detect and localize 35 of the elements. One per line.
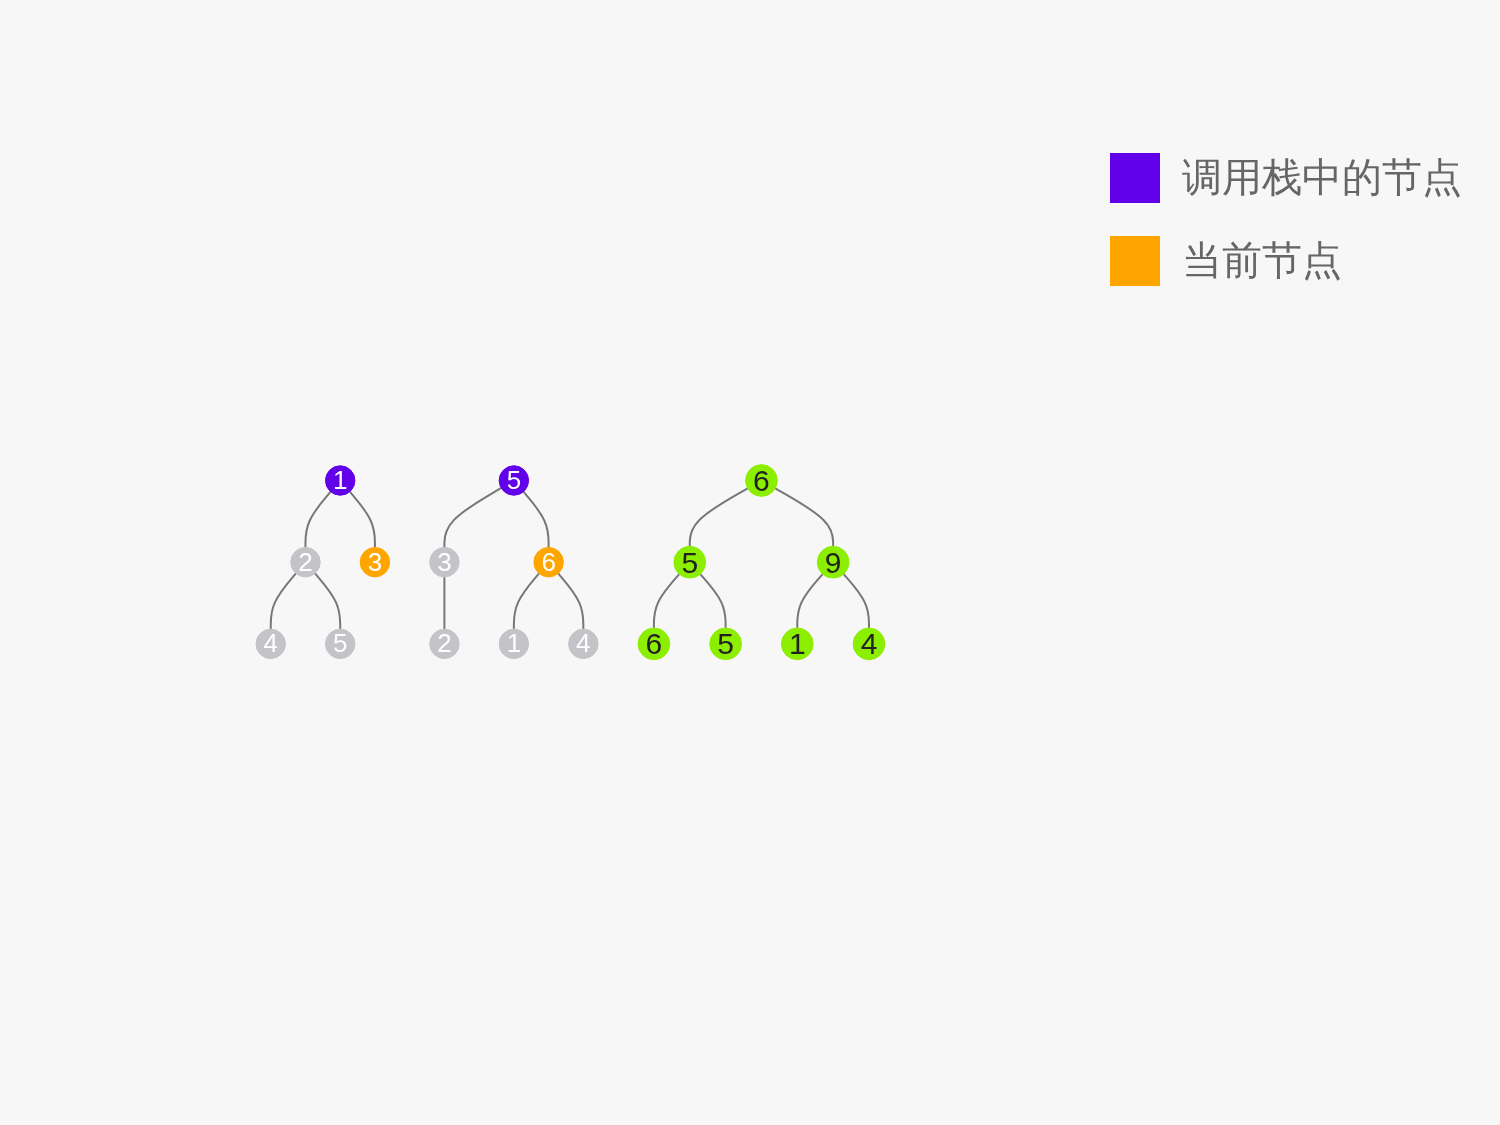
connector [688, 487, 749, 548]
node-circle: 4 [567, 628, 599, 660]
connector [443, 487, 502, 549]
node-circle: 4 [852, 627, 885, 661]
node-circle: 3 [359, 547, 390, 578]
connector [313, 572, 341, 631]
node-circle: 6 [532, 547, 564, 578]
node-circle: 4 [255, 628, 286, 660]
node-circle: 1 [498, 628, 529, 660]
node-circle: 1 [780, 627, 814, 661]
node-circle: 6 [744, 464, 778, 498]
node-circle: 2 [428, 628, 460, 660]
connector [773, 487, 834, 548]
node-circle: 5 [324, 628, 355, 660]
connector [348, 491, 376, 549]
legend-text: 调用栈中的节点 [1182, 153, 1462, 202]
node-circle: 1 [324, 465, 355, 497]
node-circle: 5 [708, 627, 742, 661]
connector [304, 491, 332, 549]
connector [698, 573, 727, 630]
legend-text: 当前节点 [1182, 236, 1342, 285]
connector [556, 572, 584, 631]
connector [522, 491, 550, 549]
connector [795, 573, 824, 630]
node-circle: 9 [816, 546, 850, 579]
connector [443, 576, 445, 631]
node-circle: 5 [498, 465, 529, 497]
node-circle: 6 [637, 627, 670, 661]
connector [842, 573, 870, 630]
connector [652, 573, 680, 630]
connector [269, 572, 297, 631]
node-circle: 5 [673, 546, 706, 579]
node-circle: 3 [428, 547, 460, 578]
connector [512, 572, 540, 631]
node-circle: 2 [289, 547, 321, 578]
